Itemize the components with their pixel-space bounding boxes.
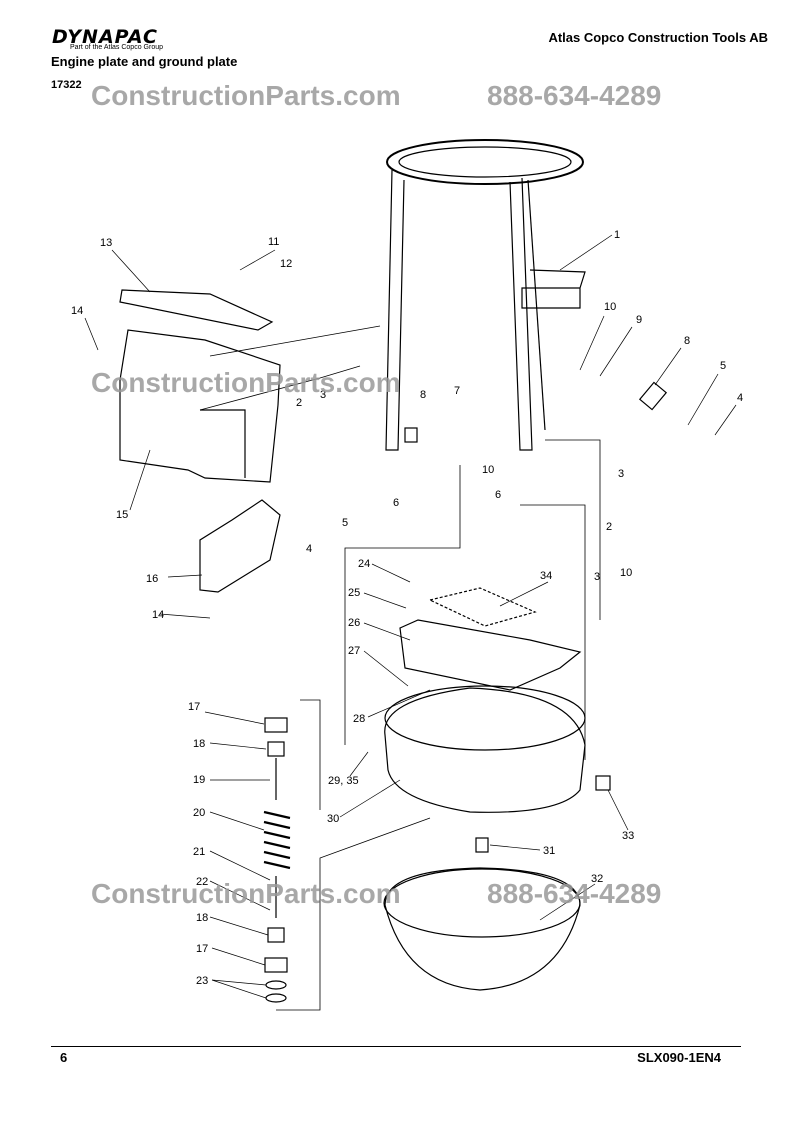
callout-18: 18 <box>193 738 205 750</box>
handle-bracket <box>521 269 586 309</box>
callout-7: 7 <box>454 385 460 397</box>
brand-subtitle: Part of the Atlas Copco Group <box>70 44 163 51</box>
callout-23: 23 <box>196 975 208 987</box>
callout-10c: 10 <box>620 567 632 579</box>
callout-12: 12 <box>280 258 292 270</box>
company-name: Atlas Copco Construction Tools AB <box>548 30 768 45</box>
callout-13: 13 <box>100 237 112 249</box>
handle-ring <box>386 139 584 185</box>
callout-19: 19 <box>193 774 205 786</box>
engine-cover <box>119 329 281 483</box>
callout-25: 25 <box>348 587 360 599</box>
damper-spring <box>263 810 291 870</box>
top-plate <box>119 289 274 331</box>
callout-31: 31 <box>543 845 555 857</box>
callout-18b: 18 <box>196 912 208 924</box>
callout-1: 1 <box>614 229 620 241</box>
callout-11: 11 <box>268 236 279 248</box>
callout-21: 21 <box>193 846 205 858</box>
handle-right-leg <box>509 177 533 451</box>
cover-bracket <box>199 499 281 593</box>
callout-15: 15 <box>116 509 128 521</box>
callout-9: 9 <box>636 314 642 326</box>
callout-8: 8 <box>684 335 690 347</box>
callout-2: 2 <box>296 397 302 409</box>
watermark-phone-low: 888-634-4289 <box>487 878 662 909</box>
watermark-phone: 888-634-4289 <box>487 80 662 111</box>
callout-26: 26 <box>348 617 360 629</box>
callout-labels: 1 2 2 3 3 3 4 4 5 5 6 6 7 8 8 9 10 10 10… <box>71 229 743 987</box>
callout-10b: 10 <box>482 464 494 476</box>
callout-14: 14 <box>71 305 83 317</box>
callout-28: 28 <box>353 713 365 725</box>
callout-6: 6 <box>393 497 399 509</box>
callout-30: 30 <box>327 813 339 825</box>
callout-8b: 8 <box>420 389 426 401</box>
callout-6b: 6 <box>495 489 501 501</box>
callout-17b: 17 <box>196 943 208 955</box>
page-title: Engine plate and ground plate <box>51 54 238 69</box>
callout-4b: 4 <box>306 543 312 555</box>
callout-17: 17 <box>188 701 200 713</box>
page-number: 6 <box>60 1050 68 1065</box>
callout-5: 5 <box>720 360 726 372</box>
callout-10: 10 <box>604 301 616 313</box>
callout-16: 16 <box>146 573 158 585</box>
ground-plate <box>384 867 581 991</box>
leader-lines <box>84 234 737 999</box>
dynapac-logo: DYNAPAC <box>52 26 158 48</box>
callout-33: 33 <box>622 830 634 842</box>
callout-24: 24 <box>358 558 370 570</box>
handle-left-leg <box>385 169 405 451</box>
callout-34: 34 <box>540 570 552 582</box>
callout-32: 32 <box>591 873 603 885</box>
watermark-site-mid: ConstructionParts.com <box>91 367 401 398</box>
callout-14b: 14 <box>152 609 164 621</box>
damper-top <box>264 717 288 733</box>
callout-22: 22 <box>196 876 208 888</box>
callout-3: 3 <box>320 389 326 401</box>
callout-2b: 2 <box>606 521 612 533</box>
watermark-site: ConstructionParts.com <box>91 80 401 111</box>
drawing-number: 17322 <box>51 79 82 91</box>
watermark-site-low: ConstructionParts.com <box>91 878 401 909</box>
engine-plate <box>399 619 582 691</box>
callout-3c: 3 <box>594 571 600 583</box>
footer-rule <box>51 1046 741 1047</box>
callout-20: 20 <box>193 807 205 819</box>
callout-5b: 5 <box>342 517 348 529</box>
document-id: SLX090-1EN4 <box>637 1050 721 1065</box>
callout-29-35: 29, 35 <box>328 775 359 787</box>
callout-3b: 3 <box>618 468 624 480</box>
callout-27: 27 <box>348 645 360 657</box>
callout-4: 4 <box>737 392 743 404</box>
decal <box>428 587 537 627</box>
